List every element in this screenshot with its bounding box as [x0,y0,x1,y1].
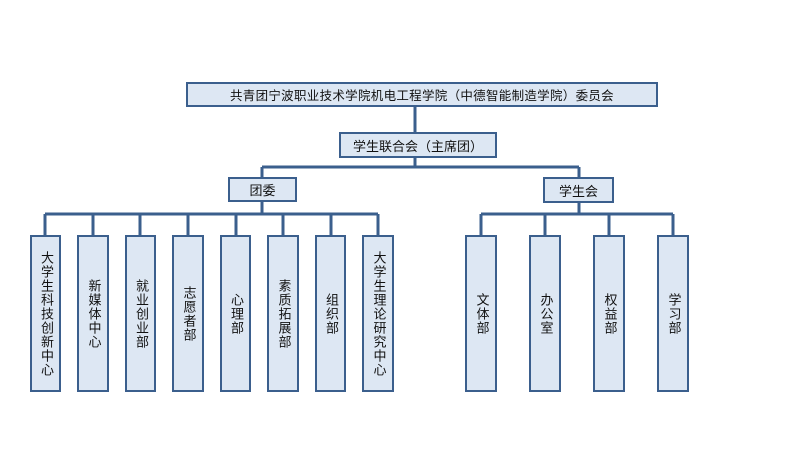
root-node: 共青团宁波职业技术学院机电工程学院（中德智能制造学院）委员会 [186,82,658,107]
union-node: 学生联合会（主席团） [339,132,497,158]
dept-node: 组织部 [315,235,346,392]
connector-xueshenghui-children [479,202,675,236]
dept-node: 权益部 [593,235,625,392]
branch-node-tuanwei: 团委 [228,177,297,202]
dept-node: 素质拓展部 [267,235,299,392]
dept-node: 文体部 [465,235,497,392]
dept-node: 心理部 [220,235,251,392]
dept-node: 大学生理论研究中心 [362,235,394,392]
dept-node: 学习部 [657,235,689,392]
connector-union-branches [260,157,581,178]
dept-node: 新媒体中心 [77,235,109,392]
dept-node: 志愿者部 [172,235,204,392]
dept-node: 就业创业部 [125,235,156,392]
dept-node: 大学生科技创新中心 [30,235,61,392]
branch-node-xueshenghui: 学生会 [543,177,614,203]
dept-node: 办公室 [529,235,561,392]
connector-tuanwei-children [43,201,380,236]
